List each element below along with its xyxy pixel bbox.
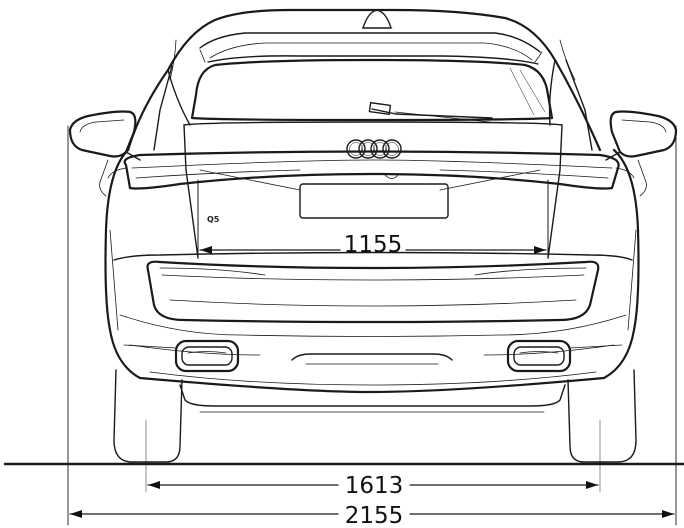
right-tire xyxy=(567,369,637,463)
dimension-rear-track: 1613 xyxy=(145,419,601,499)
right-exhaust xyxy=(506,339,572,373)
rear-wiper xyxy=(368,101,493,123)
dimension-track-width: 1155 xyxy=(197,179,549,259)
tail-light-bar xyxy=(107,150,635,191)
antenna xyxy=(362,9,392,29)
brand-rings-logo xyxy=(346,139,402,159)
rear-bumper xyxy=(113,251,633,413)
left-exhaust xyxy=(174,339,240,373)
car-body: Q5 xyxy=(99,8,647,413)
right-mirror xyxy=(605,110,678,161)
dimension-overall-width: 2155 xyxy=(67,125,677,528)
dimension-label-1155: 1155 xyxy=(344,232,403,258)
license-plate xyxy=(299,183,449,219)
model-badge: Q5 xyxy=(207,215,220,224)
dimension-label-2155: 2155 xyxy=(345,503,404,528)
left-mirror xyxy=(68,110,141,161)
dimension-label-1613: 1613 xyxy=(345,473,404,499)
left-tire xyxy=(113,369,183,463)
